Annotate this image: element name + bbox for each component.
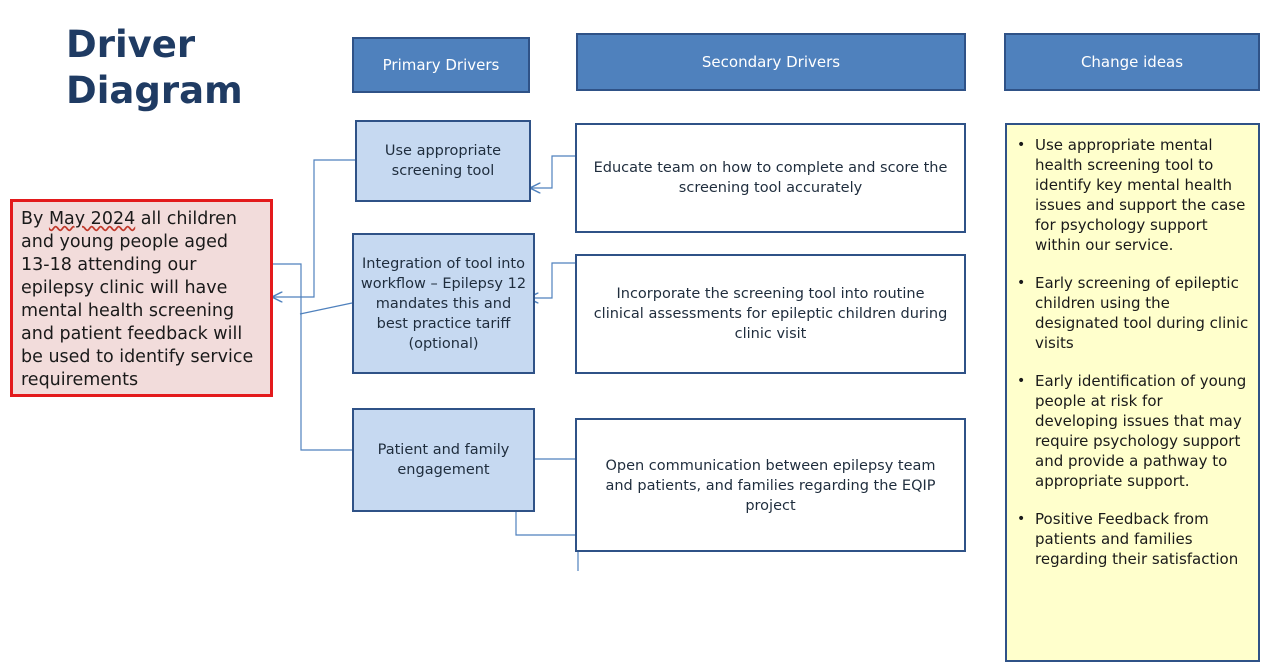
aim-prefix: By [21, 209, 49, 229]
primary-driver-1-label: Use appropriate screening tool [384, 143, 502, 179]
title-line-1: Driver [66, 23, 196, 66]
change-ideas-box: Use appropriate mental health screening … [1005, 123, 1260, 662]
connector-primary1-aim [273, 159, 355, 297]
connector-primary2-aim [299, 302, 353, 315]
aim-statement: By May 2024 all children and young peopl… [10, 199, 273, 397]
change-ideas-list: Use appropriate mental health screening … [1015, 135, 1250, 569]
primary-driver-1: Use appropriate screening tool [355, 120, 531, 202]
change-ideas-header-label: Change ideas [1080, 53, 1184, 71]
change-ideas-header: Change ideas [1004, 33, 1260, 91]
secondary-driver-1: Educate team on how to complete and scor… [575, 123, 966, 233]
change-idea-item: Use appropriate mental health screening … [1017, 135, 1250, 255]
connector-secondary3-primary3-lower [516, 500, 579, 571]
change-idea-item: Early identification of young people at … [1017, 371, 1250, 491]
secondary-driver-2-label: Incorporate the screening tool into rout… [593, 286, 948, 342]
connector-secondary2-primary2 [529, 262, 576, 298]
secondary-driver-2: Incorporate the screening tool into rout… [575, 254, 966, 374]
connector-primary3-aim [252, 263, 352, 451]
primary-driver-3: Patient and family engagement [352, 408, 535, 512]
secondary-driver-3-label: Open communication between epilepsy team… [605, 458, 936, 514]
secondary-drivers-header: Secondary Drivers [576, 33, 966, 91]
aim-text: all children and young people aged 13-18… [21, 209, 254, 390]
primary-driver-3-label: Patient and family engagement [377, 442, 510, 478]
secondary-driver-3: Open communication between epilepsy team… [575, 418, 966, 552]
change-idea-item: Positive Feedback from patients and fami… [1017, 509, 1250, 569]
connector-secondary1-primary1 [531, 155, 576, 188]
primary-driver-2-label: Integration of tool into workflow – Epil… [360, 255, 527, 352]
title-line-2: Diagram [66, 69, 243, 112]
secondary-drivers-header-label: Secondary Drivers [701, 53, 841, 71]
primary-drivers-header: Primary Drivers [352, 37, 530, 93]
aim-date: May 2024 [48, 209, 136, 229]
change-idea-item: Early screening of epileptic children us… [1017, 273, 1250, 353]
primary-drivers-header-label: Primary Drivers [382, 56, 500, 74]
secondary-driver-1-label: Educate team on how to complete and scor… [593, 160, 948, 196]
page-title: Driver Diagram [66, 22, 326, 114]
primary-driver-2: Integration of tool into workflow – Epil… [352, 233, 535, 374]
